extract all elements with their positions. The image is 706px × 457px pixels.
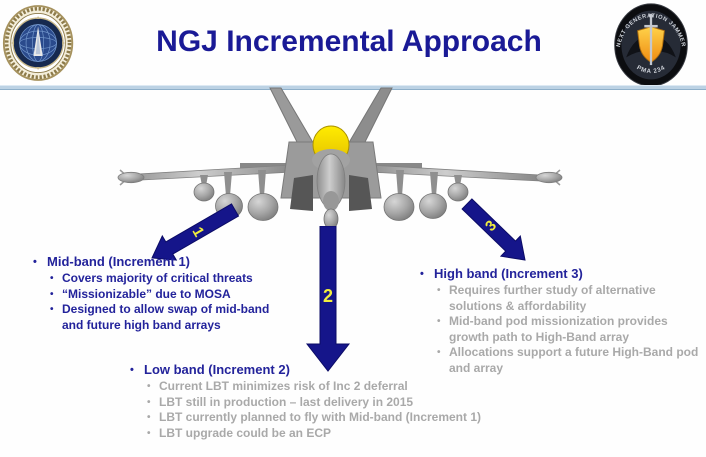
section-title: Mid-band (Increment 1) [47, 254, 191, 269]
bullet-list: • Current LBT minimizes risk of Inc 2 def… [147, 379, 580, 441]
bullet-text: Allocations support a future High-Band p… [449, 345, 699, 375]
bullet-item: • LBT currently planned to fly with Mid-b… [147, 410, 580, 426]
bullet-item: • Covers majority of critical threats [50, 271, 295, 287]
arrow-2-label: 2 [323, 286, 333, 306]
bullet-text: Covers majority of critical threats [62, 271, 253, 285]
bullet-text: LBT upgrade could be an ECP [159, 425, 332, 440]
page-title: NGJ Incremental Approach [156, 25, 542, 58]
bullet-item: • LBT still in production – last delivery… [147, 395, 580, 411]
navy-globe-seal-icon [2, 5, 74, 81]
bullet-item: • Requires further study of alternative s… [437, 283, 706, 314]
badge-bottom-text: PMA 234 [635, 64, 666, 75]
bullet-item: • Designed to allow swap of mid-band and … [50, 302, 295, 333]
bullet-item: • Mid-band pod missionization provides gr… [437, 314, 706, 345]
bullet-text: Designed to allow swap of mid-band and f… [62, 302, 270, 332]
bullet-icon: • [420, 268, 424, 280]
arrow-increment-3: 3 [461, 198, 526, 261]
arrow-increment-1: 1 [151, 203, 240, 261]
bullet-icon: • [437, 347, 441, 358]
bullet-icon: • [437, 316, 441, 327]
bullet-list: • Requires further study of alternative s… [437, 283, 706, 376]
bullet-text: Requires further study of alternative so… [449, 283, 656, 313]
fighter-jet-front-view-icon [117, 87, 563, 230]
bullet-item: • Allocations support a future High-Band … [437, 345, 706, 376]
bullet-text: “Missionizable” due to MOSA [62, 286, 231, 301]
section-high-band: • High band (Increment 3) • Requires furt… [420, 266, 706, 376]
bullet-text: LBT currently planned to fly with Mid-ba… [159, 410, 482, 424]
bullet-item: • Current LBT minimizes risk of Inc 2 def… [147, 379, 580, 395]
bullet-icon: • [50, 304, 54, 315]
header-divider [0, 85, 706, 90]
bullet-icon: • [50, 288, 54, 300]
section-header: • Mid-band (Increment 1) [33, 254, 295, 270]
bullet-icon: • [50, 273, 54, 284]
bullet-text: Mid-band pod missionization provides gro… [449, 314, 668, 344]
section-header: • High band (Increment 3) [420, 266, 706, 282]
section-title: High band (Increment 3) [434, 266, 583, 281]
bullet-icon: • [33, 256, 37, 268]
bullet-icon: • [147, 412, 151, 423]
bullet-text: Current LBT minimizes risk of Inc 2 defe… [159, 379, 408, 393]
bullet-icon: • [147, 381, 151, 392]
bullet-icon: • [147, 427, 151, 439]
section-title: Low band (Increment 2) [144, 362, 290, 377]
section-header: • Low band (Increment 2) [130, 362, 580, 378]
bullet-item: • LBT upgrade could be an ECP [147, 426, 580, 442]
section-mid-band: • Mid-band (Increment 1) • Covers majorit… [33, 254, 295, 333]
bullet-text: LBT still in production – last delivery … [159, 394, 414, 409]
bullet-icon: • [130, 364, 134, 376]
bullet-icon: • [437, 285, 441, 296]
arrow-increment-2: 2 [305, 226, 351, 372]
bullet-icon: • [147, 396, 151, 408]
section-low-band: • Low band (Increment 2) • Current LBT mi… [130, 362, 580, 441]
bullet-item: • “Missionizable” due to MOSA [50, 287, 295, 303]
ngj-pma234-patch-icon: NEXT GENERATION JAMMER PMA 234 [614, 3, 688, 87]
bullet-list: • Covers majority of critical threats • “Mi… [50, 271, 295, 333]
